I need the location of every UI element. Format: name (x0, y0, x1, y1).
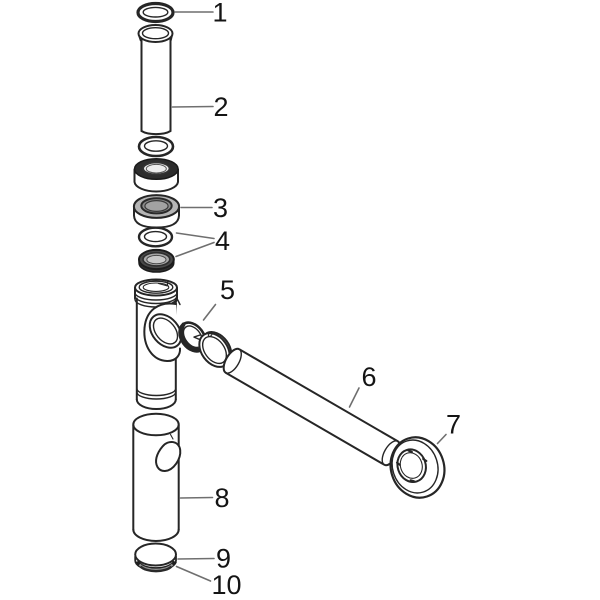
leader-5 (202, 303, 217, 321)
part-2-pipe (137, 24, 174, 136)
part-label-10: 10 (211, 570, 241, 600)
sleeve-rim (132, 412, 180, 437)
part-4-cone-seal (138, 248, 175, 273)
part-8-sleeve (132, 412, 182, 542)
o-ring5-shade (179, 322, 204, 352)
flange-rim (391, 439, 439, 494)
part-label-9: 9 (216, 544, 231, 574)
flange-opening-inner (399, 452, 423, 479)
outlet-nut-inner (201, 335, 228, 365)
flange-tab-left (395, 461, 401, 466)
part-label-4: 4 (215, 226, 230, 256)
sleeve-bottom (132, 528, 180, 542)
sleeve-crease (169, 433, 174, 440)
callouts: 1 2 3 4 5 6 7 8 9 10 (171, 0, 461, 600)
cap-dome (134, 542, 178, 567)
part-label-3: 3 (213, 193, 228, 223)
part-3-nut (132, 194, 181, 229)
cone-hole (146, 254, 167, 265)
outlet-rim-outer (148, 313, 183, 349)
body-groove-2 (136, 391, 177, 400)
part-knurled-nut (133, 157, 179, 193)
pipe-lip-left (138, 34, 142, 42)
leader-7 (436, 433, 447, 445)
o-ring-outer (136, 1, 175, 24)
leader-10 (175, 565, 212, 582)
part-10-o-ring (135, 560, 177, 573)
collar-thread-1 (134, 291, 178, 301)
nut3-hole (144, 200, 169, 213)
pipe-lip-right (170, 34, 173, 42)
part-4-flat-ring (137, 226, 174, 248)
o-ring-inner (142, 6, 169, 18)
ring-outer (137, 135, 175, 158)
sleeve-side-hole (155, 441, 182, 473)
pipe-rim-inner (141, 27, 170, 40)
pipe-bottom-edge (140, 130, 172, 136)
part-label-1: 1 (212, 0, 227, 28)
collar-thread-2 (134, 295, 178, 305)
part-flat-ring-upper (137, 135, 175, 158)
leader-4b (175, 241, 215, 258)
outlet-nut-tab (193, 334, 202, 341)
leader-2 (171, 105, 214, 108)
outlet-rim-inner (152, 317, 179, 345)
part-label-8: 8 (214, 483, 229, 513)
body-bottom (135, 398, 177, 410)
leader-6 (348, 387, 360, 408)
nut-hole-inner (145, 163, 167, 174)
collar-rim-inner (138, 280, 174, 294)
leader-8 (179, 496, 214, 499)
collar-opening (142, 282, 170, 292)
part-label-7: 7 (446, 410, 461, 440)
flange-tab-top (407, 449, 413, 453)
part-7-escutcheon (389, 436, 446, 499)
flange-opening (396, 448, 427, 483)
part-label-5: 5 (220, 275, 235, 305)
ring-inner (143, 140, 169, 152)
leader-9 (177, 557, 215, 560)
part-trap-body (134, 278, 183, 410)
collar-tab (157, 280, 169, 287)
flange-outer (389, 436, 446, 499)
gasket-outer (137, 226, 174, 248)
flange-tab-right (422, 457, 428, 462)
outlet-tab (170, 298, 181, 306)
flange-tab-bottom (409, 479, 416, 483)
outlet-nut-dot (207, 332, 213, 337)
gasket-inner (143, 230, 168, 243)
ring10-edge (139, 565, 173, 573)
pipe6-end-left (223, 348, 242, 374)
part-label-2: 2 (213, 92, 228, 122)
body-groove-1 (136, 387, 177, 397)
part-label-6: 6 (361, 362, 376, 392)
part-1-o-ring (136, 1, 175, 24)
leader-4a (175, 232, 215, 240)
